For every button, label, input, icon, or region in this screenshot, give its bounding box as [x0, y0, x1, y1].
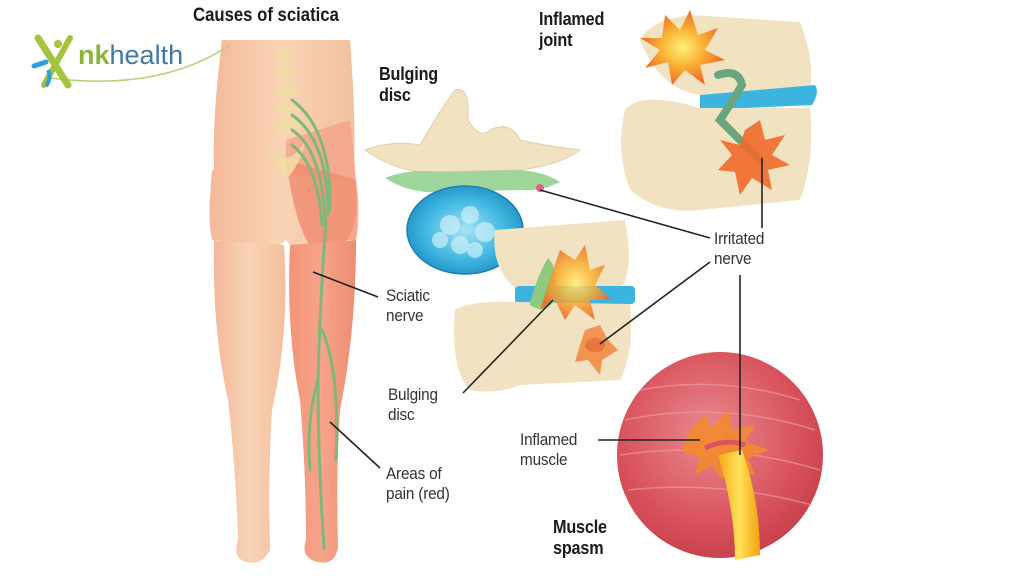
- header-bulging-disc: Bulging disc: [379, 64, 439, 105]
- vertebrae-side-view: [454, 220, 635, 392]
- muscle-circle: [617, 352, 823, 560]
- header-muscle-spasm: Muscle spasm: [553, 517, 607, 558]
- callout-irritated-nerve: Irritated nerve: [714, 229, 765, 268]
- callout-bulging-disc: Bulging disc: [388, 385, 438, 424]
- body-back-view: [49, 40, 359, 563]
- callout-sciatic-nerve: Sciatic nerve: [386, 286, 430, 325]
- logo-wordmark: nkhealth: [78, 40, 184, 70]
- leader-lines: [312, 158, 763, 469]
- callout-inflamed-muscle: Inflamed muscle: [520, 430, 578, 469]
- brand-logo: nkhealth: [30, 30, 240, 100]
- header-inflamed-joint: Inflamed joint: [539, 9, 605, 50]
- vertebra-top-view: [363, 88, 582, 275]
- callout-areas-of-pain: Areas of pain (red): [386, 464, 450, 503]
- logo-figure-icon: [31, 34, 73, 89]
- figure-title: Causes of sciatica: [193, 5, 339, 26]
- inflamed-joint-vertebra: [621, 10, 817, 211]
